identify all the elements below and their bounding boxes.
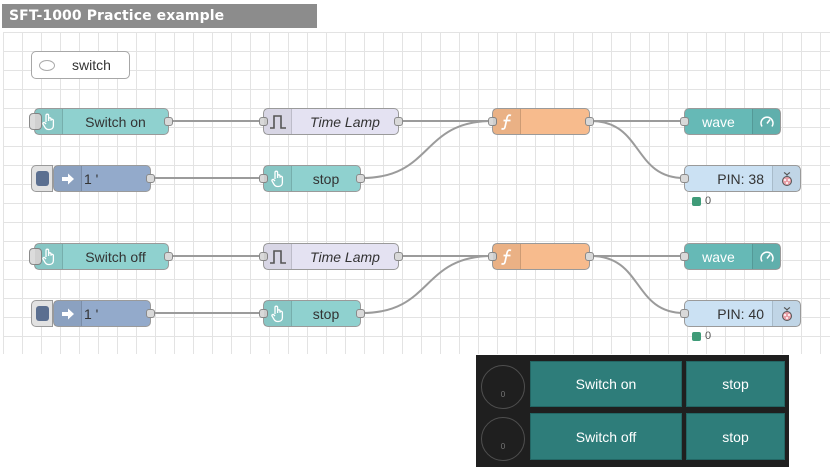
wire (590, 120, 685, 179)
input-port[interactable] (259, 174, 268, 183)
pin-status: 0 (692, 195, 711, 207)
stop-button[interactable]: stop (686, 361, 785, 407)
inject-button[interactable] (31, 300, 53, 327)
output-port[interactable] (585, 252, 594, 261)
input-port[interactable] (680, 309, 689, 318)
node-label: stop (312, 305, 340, 322)
switch-on-button-node[interactable]: Switch on (29, 108, 173, 135)
node-label: PIN: 38 (717, 170, 764, 187)
output-port[interactable] (394, 117, 403, 126)
node-label: 1 ' (84, 305, 99, 322)
inject-node[interactable]: 1 ' (31, 165, 155, 192)
node-label: Switch on (85, 113, 146, 130)
function-node[interactable] (488, 243, 594, 270)
wire (361, 120, 493, 179)
button-tab[interactable] (29, 248, 42, 265)
switch-on-button[interactable]: Switch on (530, 361, 682, 407)
output-port[interactable] (146, 174, 155, 183)
inject-button[interactable] (31, 165, 53, 192)
node-label: Time Lamp (310, 248, 380, 265)
node-label: stop (312, 170, 340, 187)
input-port[interactable] (680, 174, 689, 183)
inject-node[interactable]: 1 ' (31, 300, 155, 327)
hand-pointer-icon (35, 109, 63, 134)
hand-pointer-icon (264, 301, 292, 326)
page-title: SFT-1000 Practice example Programming (2, 4, 317, 48)
pin-status: 0 (692, 330, 711, 342)
wave-gauge-node[interactable]: wave (680, 243, 781, 270)
status-dot (692, 331, 701, 341)
output-port[interactable] (356, 174, 365, 183)
gpio-pin-38-node[interactable]: PIN: 38 (680, 165, 801, 192)
node-label: 1 ' (84, 170, 99, 187)
wire (590, 255, 685, 314)
time-lamp-trigger-node[interactable]: Time Lamp (259, 108, 403, 135)
status-text: 0 (705, 195, 712, 207)
node-label: PIN: 40 (717, 305, 764, 322)
node-label: wave (702, 113, 735, 130)
output-port[interactable] (356, 309, 365, 318)
switch-off-button[interactable]: Switch off (530, 413, 682, 460)
output-port[interactable] (164, 252, 173, 261)
arrow-right-icon (54, 301, 82, 326)
gauge-value: 0 (500, 441, 506, 451)
stop-button-node[interactable]: stop (259, 300, 365, 327)
button-tab[interactable] (29, 113, 42, 130)
input-port[interactable] (488, 252, 497, 261)
node-label (521, 244, 589, 269)
comment-label: switch (72, 57, 111, 73)
time-lamp-trigger-node[interactable]: Time Lamp (259, 243, 403, 270)
stop-button-node[interactable]: stop (259, 165, 365, 192)
wire (361, 255, 493, 314)
wave-gauge-widget: 0 (481, 365, 525, 409)
pulse-icon (264, 109, 292, 134)
hand-pointer-icon (35, 244, 63, 269)
gpio-pin-40-node[interactable]: PIN: 40 (680, 300, 801, 327)
gauge-value: 0 (500, 389, 506, 399)
wave-gauge-widget: 0 (481, 417, 525, 461)
status-dot (692, 196, 701, 206)
node-label: wave (702, 248, 735, 265)
pulse-icon (264, 244, 292, 269)
input-port[interactable] (259, 117, 268, 126)
input-port[interactable] (680, 117, 689, 126)
gauge-icon (752, 109, 780, 134)
function-icon (493, 109, 521, 134)
comment-node[interactable]: switch (31, 51, 130, 79)
output-port[interactable] (394, 252, 403, 261)
wave-gauge-node[interactable]: wave (680, 108, 781, 135)
comment-icon (39, 60, 55, 71)
input-port[interactable] (680, 252, 689, 261)
switch-off-button-node[interactable]: Switch off (29, 243, 173, 270)
output-port[interactable] (585, 117, 594, 126)
raspberry-pi-icon (772, 301, 800, 326)
node-label (521, 109, 589, 134)
node-label: Switch off (85, 248, 146, 265)
input-port[interactable] (488, 117, 497, 126)
wires-layer (150, 119, 685, 314)
function-icon (493, 244, 521, 269)
output-port[interactable] (146, 309, 155, 318)
arrow-right-icon (54, 166, 82, 191)
raspberry-pi-icon (772, 166, 800, 191)
dashboard-panel: 0 Switch on stop 0 Switch off stop (476, 355, 789, 467)
node-label: Time Lamp (310, 113, 380, 130)
input-port[interactable] (259, 252, 268, 261)
hand-pointer-icon (264, 166, 292, 191)
function-node[interactable] (488, 108, 594, 135)
input-port[interactable] (259, 309, 268, 318)
status-text: 0 (705, 330, 712, 342)
gauge-icon (752, 244, 780, 269)
output-port[interactable] (164, 117, 173, 126)
stop-button[interactable]: stop (686, 413, 785, 460)
